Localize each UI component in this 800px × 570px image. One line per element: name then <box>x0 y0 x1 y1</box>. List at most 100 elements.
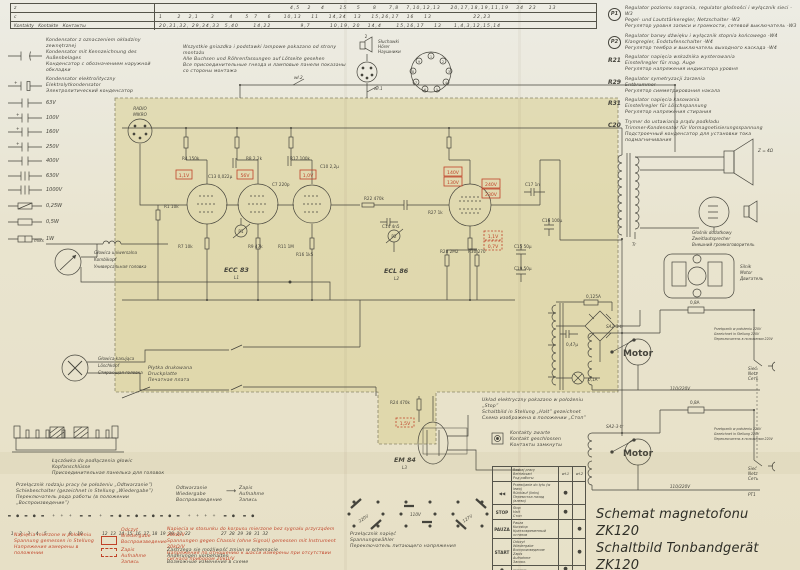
motor-m-symbol: Motor <box>623 449 654 459</box>
tape-heads <box>54 248 89 382</box>
tubes <box>186 183 492 465</box>
pin-number: 7 <box>415 81 417 85</box>
ext-speaker-label-pl: Głośnik dodatkowy <box>692 230 732 235</box>
voltage-value: 140V <box>447 170 460 176</box>
legend-rating-value: 400V <box>46 158 59 164</box>
contacts-row-values: 20,31,32, 29,34,33 5,40 14,22 9,7 10,19,… <box>159 23 501 29</box>
selector-110v-label: 110V <box>410 512 422 517</box>
voltage-value: 1,1V <box>179 173 190 179</box>
legend-text: Regulator napięcia wskaźnika wysterowani… <box>625 55 738 72</box>
legend-rating-value: 100V <box>46 114 59 121</box>
switch220-note-pl: Przełącznik w położeniu 220V <box>714 427 762 431</box>
mains-label-pl: Sieć <box>748 366 757 371</box>
part-label: C16 100μ <box>542 218 563 223</box>
mode-table-corner <box>493 467 512 481</box>
sockets <box>127 36 758 228</box>
mode-row-desc: ———— <box>512 566 559 570</box>
legend-rating-63v: 63V <box>8 97 158 109</box>
legend-ref-badge: P1 <box>608 8 621 21</box>
contacts-closed-icon <box>491 432 504 445</box>
pause-label: PAUZA <box>493 520 512 538</box>
pin-number: 1 <box>430 55 432 59</box>
legend-rating-100v: +100V <box>8 112 158 124</box>
red-solid-box-icon <box>101 536 117 545</box>
part-label: L3 <box>402 465 407 470</box>
contacts-row-label: z <box>11 4 155 12</box>
legend-ref: P1 <box>608 6 625 30</box>
pin-number: 3 <box>448 70 450 74</box>
legend-wattage-value: 1W <box>46 235 55 242</box>
ext-speaker-label-de: Zweitlautsprecher <box>691 236 730 241</box>
changes-note: Zastrzega się możliwość zmian w schemaci… <box>167 548 278 565</box>
erase-head-label-ru: Стирающая головка <box>98 370 143 375</box>
motor-label-ru: Двигатель <box>739 276 764 281</box>
pt1-label: PT1 <box>748 492 756 497</box>
part-label: C14 4n5 <box>382 224 400 229</box>
legend-text: Regulator poziomu nagrania, regulator gł… <box>625 6 797 29</box>
legend-ref: R31 <box>608 100 621 107</box>
mode-table-col1: wł.1 <box>559 467 573 481</box>
legend-rating-400v: 400V <box>8 155 158 167</box>
transformer-label: Tr <box>632 242 636 247</box>
pot-p1-label: P1 <box>238 229 244 234</box>
part-label: C17 1n <box>525 182 540 187</box>
svg-text:+: + <box>16 141 20 146</box>
mains-voltage-label: 110/220V <box>670 484 691 489</box>
pin-number: 8 <box>412 70 414 74</box>
tube-ecl86-label: ECL 86 <box>384 267 409 275</box>
svg-text:+: + <box>16 112 20 117</box>
voltage-value: 230V <box>485 192 498 198</box>
ext-speaker-label-ru: Внешний громкоговоритель <box>692 242 755 247</box>
pot-p2-label: P2 <box>391 234 397 239</box>
switch-wl1-label: wł.1 <box>374 86 383 91</box>
svg-text:+: + <box>14 80 18 85</box>
part-label: C13 0,022μ <box>208 174 233 179</box>
mode-dot <box>559 539 573 565</box>
title-pl: Schemat magnetofonu ZK120 <box>596 507 749 539</box>
mains-label-ru: Сеть <box>748 476 759 481</box>
mains-label-ru: Сеть <box>748 376 759 381</box>
part-label: L2 <box>394 276 399 281</box>
miks-label: miks <box>34 238 45 243</box>
mode-row-rewind: ◀◀ Przewijanie do tyłu (w lewo)Rücklauf … <box>493 482 585 505</box>
voltage-value: 1,1V <box>488 234 499 240</box>
mode-switch-note: Przełącznik rodzaju pracy (w położeniu „… <box>16 483 154 506</box>
stop-position-note: Układ elektryczny pokazano w położeniu „… <box>482 398 587 421</box>
wiring <box>46 54 776 491</box>
start-label: START <box>493 539 512 565</box>
motor-m-symbol: Motor <box>623 349 654 359</box>
title-block: Schemat magnetofonu ZK120 Schaltbild Ton… <box>596 506 796 570</box>
erase-head-label-de: Löschkopf <box>98 363 120 368</box>
headphone-number: 2 <box>365 34 368 39</box>
voltage-value: 56V <box>241 173 251 179</box>
title-de: Schaltbild Tonbandgerät ZK120 <box>596 541 759 570</box>
mode-dot: ● <box>577 549 582 555</box>
contacts-row-label: c <box>11 13 155 21</box>
legend-resistor-025w: 0,25W <box>8 199 158 213</box>
part-label: R8 2,2k <box>246 156 263 161</box>
voltage-value: 1,0V <box>303 173 314 179</box>
contact-numbers: 1 2 3 4 5 9 10 12 13 14 15 16 17 18 19 2… <box>8 532 268 537</box>
direction-arrow-icon: ⟶ <box>226 487 236 495</box>
headphone-label-de: Hörer <box>378 44 390 49</box>
component-labels: RADIO MIKRO miks R1 10k R4 150k C13 0,02… <box>34 34 774 497</box>
legend-ref: C20 <box>608 121 621 129</box>
part-label: R27 1k <box>428 210 443 215</box>
radio-input-label: RADIO <box>133 106 147 111</box>
mode-dot: ● <box>559 566 573 570</box>
part-label: R17 100k <box>290 156 311 161</box>
switch220-note-de: Gezeichnet in Stellung 220V <box>714 432 760 436</box>
